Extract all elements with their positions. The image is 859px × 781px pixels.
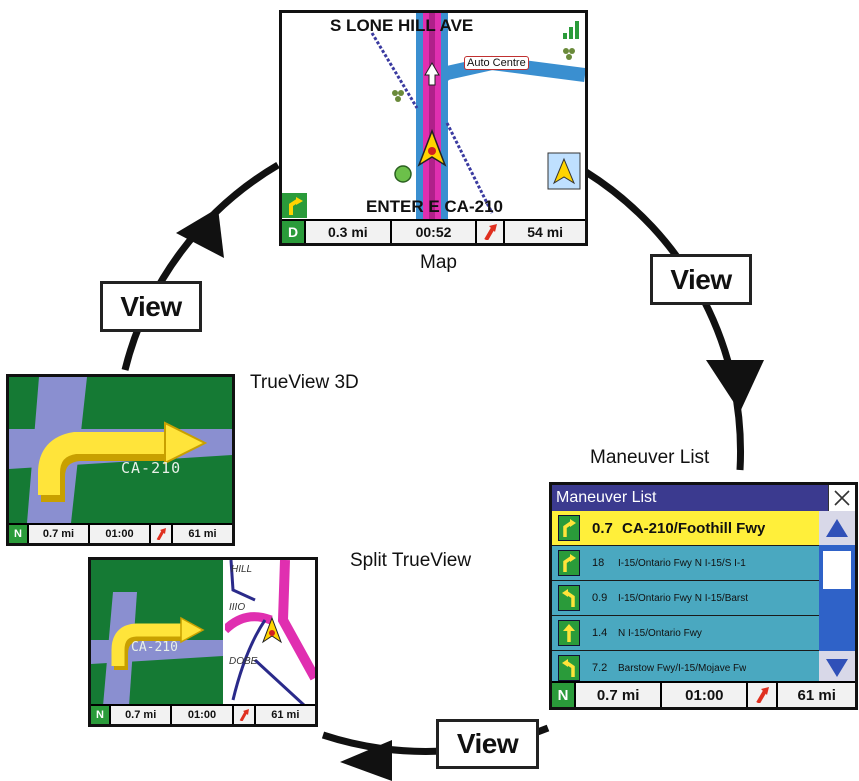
- list-item[interactable]: 0.7 CA-210/Foothill Fwy: [552, 511, 819, 547]
- turn-icon: [282, 193, 307, 218]
- cycle-arc-3d-to-map: [121, 161, 280, 371]
- view-button[interactable]: View: [650, 254, 752, 305]
- poi-label[interactable]: Auto Centre: [464, 56, 529, 70]
- list-item[interactable]: 0.9 I-15/Ontario Fwy N I-15/Barst: [552, 581, 819, 617]
- status-bar: N 0.7 mi 01:00 61 mi: [552, 681, 855, 707]
- turn-left-icon: [558, 585, 580, 611]
- maneuver-name: I-15/Ontario Fwy N I-15/S I-1: [618, 557, 746, 569]
- close-icon[interactable]: [828, 485, 855, 511]
- map-screen: S LONE HILL AVE Auto Centre ENTER E CA-2…: [279, 10, 588, 246]
- cycle-arc-map-to-list: [584, 169, 744, 471]
- split-3d-view: [91, 592, 223, 706]
- turn-arrow-icon: [748, 683, 777, 707]
- turn-right-icon: [558, 550, 580, 576]
- map-label: IIIO: [229, 602, 246, 613]
- distance-remaining: 61 mi: [255, 706, 315, 724]
- list-item[interactable]: 18 I-15/Ontario Fwy N I-15/S I-1: [552, 546, 819, 582]
- time-remaining: 00:52: [391, 221, 476, 243]
- status-bar: D 0.3 mi 00:52 54 mi: [282, 219, 585, 243]
- turn-left-icon: [558, 655, 580, 681]
- road-label: CA-210: [121, 459, 182, 477]
- next-instruction: ENTER E CA-210: [366, 197, 503, 216]
- scrollbar[interactable]: [819, 511, 855, 685]
- split-map-pane: HILL IIIO DOBE: [221, 560, 315, 708]
- turn-arrow-icon: [477, 221, 504, 243]
- direction-indicator[interactable]: N: [552, 683, 574, 707]
- maneuver-list-label: Maneuver List: [590, 447, 710, 468]
- map-label: HILL: [231, 564, 253, 575]
- trueview-3d-label: TrueView 3D: [250, 372, 359, 393]
- distance-to-turn: 0.7 mi: [29, 525, 88, 543]
- street-name-top: S LONE HILL AVE: [330, 16, 474, 35]
- view-button[interactable]: View: [100, 281, 202, 332]
- direction-indicator[interactable]: D: [282, 221, 304, 243]
- trueview-3d-view: [9, 377, 232, 523]
- turn-right-icon: [558, 515, 580, 541]
- distance-remaining: 61 mi: [778, 683, 855, 707]
- road-label: CA-210: [131, 640, 178, 655]
- time-remaining: 01:00: [172, 706, 232, 724]
- status-bar: N 0.7 mi 01:00 61 mi: [91, 704, 315, 724]
- maneuver-list-title-text: Maneuver List: [556, 489, 657, 506]
- turn-arrow-icon: [233, 706, 254, 724]
- scroll-down-icon[interactable]: [819, 651, 855, 685]
- map-label: DOBE: [229, 656, 258, 667]
- maneuver-name: Barstow Fwy/I-15/Mojave Fw: [618, 662, 747, 674]
- maneuver-name: I-15/Ontario Fwy N I-15/Barst: [618, 592, 749, 604]
- scroll-thumb[interactable]: [823, 551, 851, 589]
- direction-indicator[interactable]: N: [91, 706, 109, 724]
- cycle-arrowhead-bottom: [340, 740, 392, 781]
- status-bar: N 0.7 mi 01:00 61 mi: [9, 523, 232, 543]
- maneuver-name: N I-15/Ontario Fwy: [618, 627, 702, 639]
- distance-remaining: 61 mi: [173, 525, 232, 543]
- split-map-view: [221, 560, 315, 708]
- direction-indicator[interactable]: N: [9, 525, 27, 543]
- cycle-arrowhead-left: [176, 208, 224, 258]
- map-view: [370, 13, 585, 223]
- split-trueview-screen: CA-210 HILL IIIO DOBE N 0.7 mi 01:00 61 …: [88, 557, 318, 727]
- turn-straight-icon: [558, 620, 580, 646]
- maneuver-name: CA-210/Foothill Fwy: [622, 519, 766, 537]
- maneuver-distance: 18: [592, 557, 605, 569]
- split-3d-pane: CA-210: [91, 560, 223, 706]
- maneuver-distance: 7.2: [592, 662, 608, 674]
- turn-arrow-icon: [151, 525, 171, 543]
- time-remaining: 01:00: [90, 525, 149, 543]
- time-remaining: 01:00: [662, 683, 747, 707]
- trueview-3d-screen: CA-210 N 0.7 mi 01:00 61 mi: [6, 374, 235, 546]
- maneuver-list-title: Maneuver List: [552, 485, 855, 511]
- split-trueview-label: Split TrueView: [350, 550, 472, 571]
- list-item[interactable]: 1.4 N I-15/Ontario Fwy: [552, 616, 819, 652]
- cycle-arrowhead-right: [706, 360, 764, 412]
- distance-to-turn: 0.3 mi: [306, 221, 390, 243]
- map-label: Map: [420, 252, 457, 273]
- distance-to-turn: 0.7 mi: [576, 683, 661, 707]
- maneuver-distance: 0.7: [592, 519, 613, 537]
- distance-remaining: 54 mi: [505, 221, 585, 243]
- maneuver-distance: 1.4: [592, 627, 608, 639]
- maneuver-distance: 0.9: [592, 592, 608, 604]
- distance-to-turn: 0.7 mi: [111, 706, 171, 724]
- scroll-up-icon[interactable]: [819, 511, 855, 545]
- view-button[interactable]: View: [436, 719, 539, 769]
